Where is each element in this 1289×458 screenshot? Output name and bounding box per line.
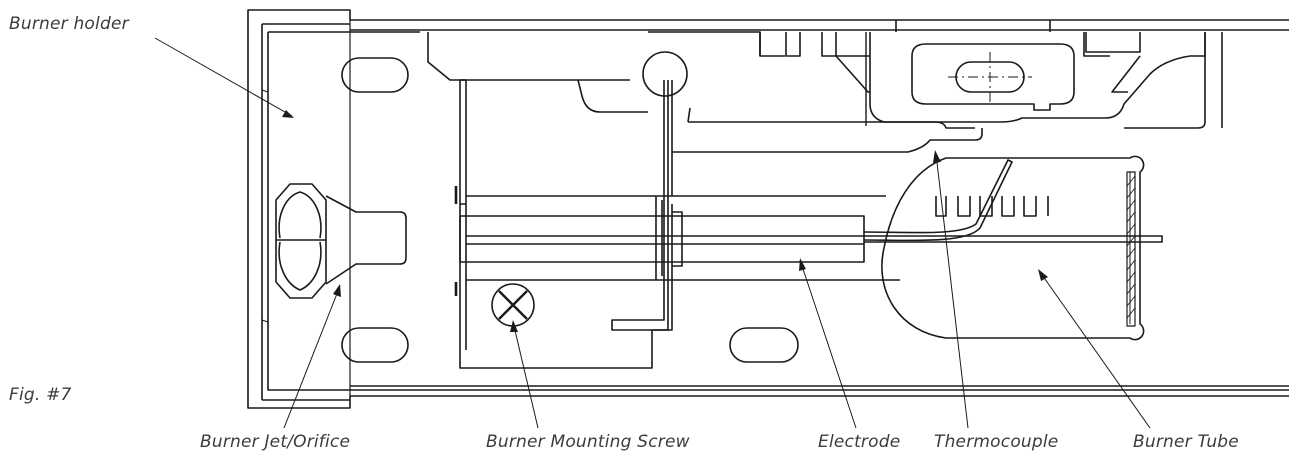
leader-lines [154, 37, 1151, 429]
thermocouple-lead [672, 128, 983, 153]
burner-jet-orifice [275, 183, 407, 299]
burner-mounting-screw [491, 283, 535, 327]
electrode-body [454, 186, 1163, 296]
figure-number-label: Fig. #7 [9, 385, 72, 405]
mounting-slot-middle [729, 327, 799, 363]
tube-hatching [1126, 175, 1136, 319]
mounting-slot-bottom [341, 327, 409, 363]
leader-arrowheads [282, 110, 1048, 332]
holder-frame [247, 9, 1289, 409]
mounting-screw-label: Burner Mounting Screw [486, 432, 690, 452]
thermocouple-probe [863, 159, 1013, 242]
mounting-slot-top [341, 57, 409, 93]
electrode-label: Electrode [818, 432, 901, 452]
window-crosshair [948, 52, 1032, 104]
burner-jet-label: Burner Jet/Orifice [200, 432, 351, 452]
burner-tube [881, 155, 1145, 341]
tube-ports [935, 196, 1049, 217]
burner-tube-label: Burner Tube [1133, 432, 1239, 452]
top-right-assembly [884, 20, 1223, 129]
burner-holder-label: Burner holder [9, 14, 129, 34]
thermocouple-label: Thermocouple [934, 432, 1059, 452]
burner-mount-plate [459, 80, 673, 369]
